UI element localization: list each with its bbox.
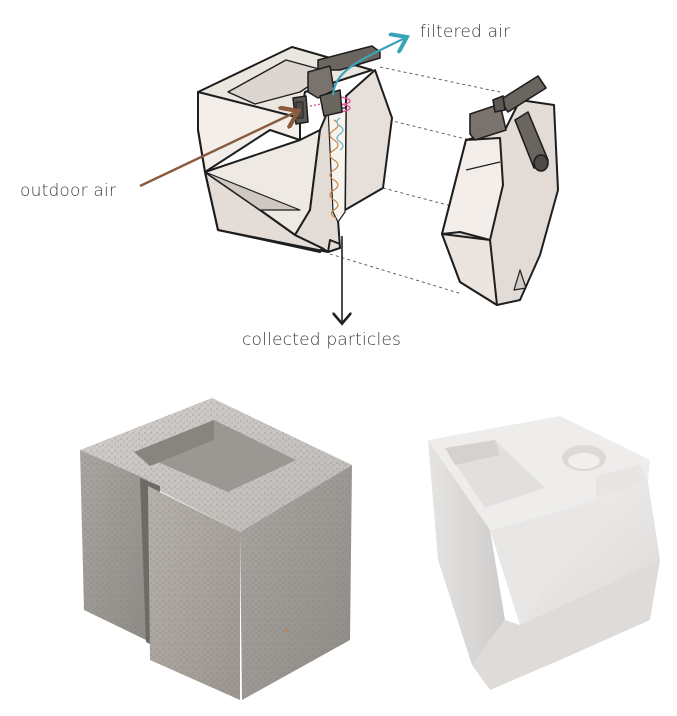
particle-wave-orange <box>329 119 339 219</box>
printed-block-photo <box>428 416 660 690</box>
outdoor-air-arrow <box>139 112 296 188</box>
outdoor-air-label: outdoor air <box>20 181 117 201</box>
concrete-block-photo <box>80 398 352 700</box>
intake-cap <box>292 45 381 125</box>
assembled-filter-block <box>197 46 393 253</box>
filtered-air-arrow <box>331 38 405 96</box>
particle-wave-teal <box>336 117 344 151</box>
exploded-cap-and-tube <box>469 75 549 172</box>
collected-particles-label: collected particles <box>242 330 402 350</box>
filtered-air-label: filtered air <box>420 22 511 42</box>
